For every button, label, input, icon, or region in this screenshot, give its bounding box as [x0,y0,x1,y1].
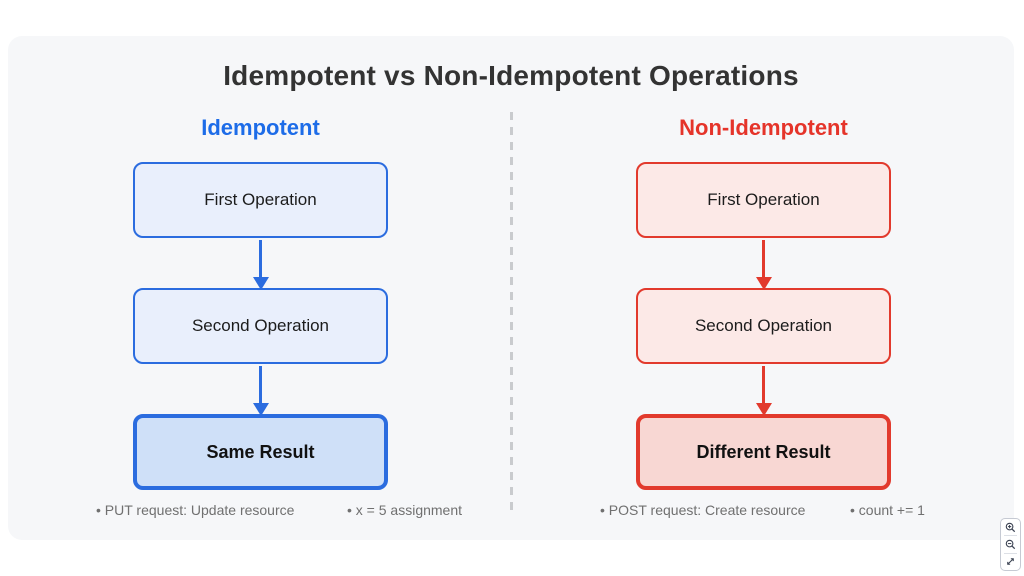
node-label: First Operation [707,190,820,209]
node-label: First Operation [204,190,317,209]
toolbar-divider [1004,552,1017,554]
zoom-toolbar [1000,518,1021,571]
non-idempotent-first-operation-node: First Operation [636,162,891,238]
fit-view-button[interactable] [1001,554,1020,570]
idempotent-first-operation-node: First Operation [133,162,388,238]
zoom-in-icon [1005,522,1016,532]
arrow-head [755,277,772,290]
arrow-shaft [762,240,765,278]
idempotent-note-put: • PUT request: Update resource [96,502,295,518]
node-label: Second Operation [694,316,833,335]
non-idempotent-note-count: • count += 1 [850,502,925,518]
arrow-head [252,403,269,416]
idempotent-note-assignment: • x = 5 assignment [347,502,463,518]
arrow-shaft [762,366,765,404]
arrow-head [252,277,269,290]
arrow-head [755,403,772,416]
idempotent-result-node: Same Result [133,414,388,490]
node-label: Second Operation [191,316,330,335]
arrow-shaft [259,240,262,278]
zoom-in-button[interactable] [1001,519,1020,535]
diagram-card: Idempotent vs Non-Idempotent Operations … [8,36,1014,540]
arrow-shaft [259,366,262,404]
zoom-out-icon [1005,539,1016,550]
toolbar-divider [1004,535,1017,537]
idempotent-header: Idempotent [201,115,320,140]
diagram-title: Idempotent vs Non-Idempotent Operations [223,60,799,91]
fit-view-icon [1007,558,1014,566]
non-idempotent-result-node: Different Result [636,414,891,490]
non-idempotent-header: Non-Idempotent [679,115,848,140]
zoom-out-button[interactable] [1001,536,1020,552]
non-idempotent-second-operation-node: Second Operation [636,288,891,364]
node-label: Different Result [696,441,831,462]
non-idempotent-note-post: • POST request: Create resource [600,502,806,518]
idempotent-second-operation-node: Second Operation [133,288,388,364]
node-label: Same Result [206,441,315,462]
column-divider [510,112,513,512]
